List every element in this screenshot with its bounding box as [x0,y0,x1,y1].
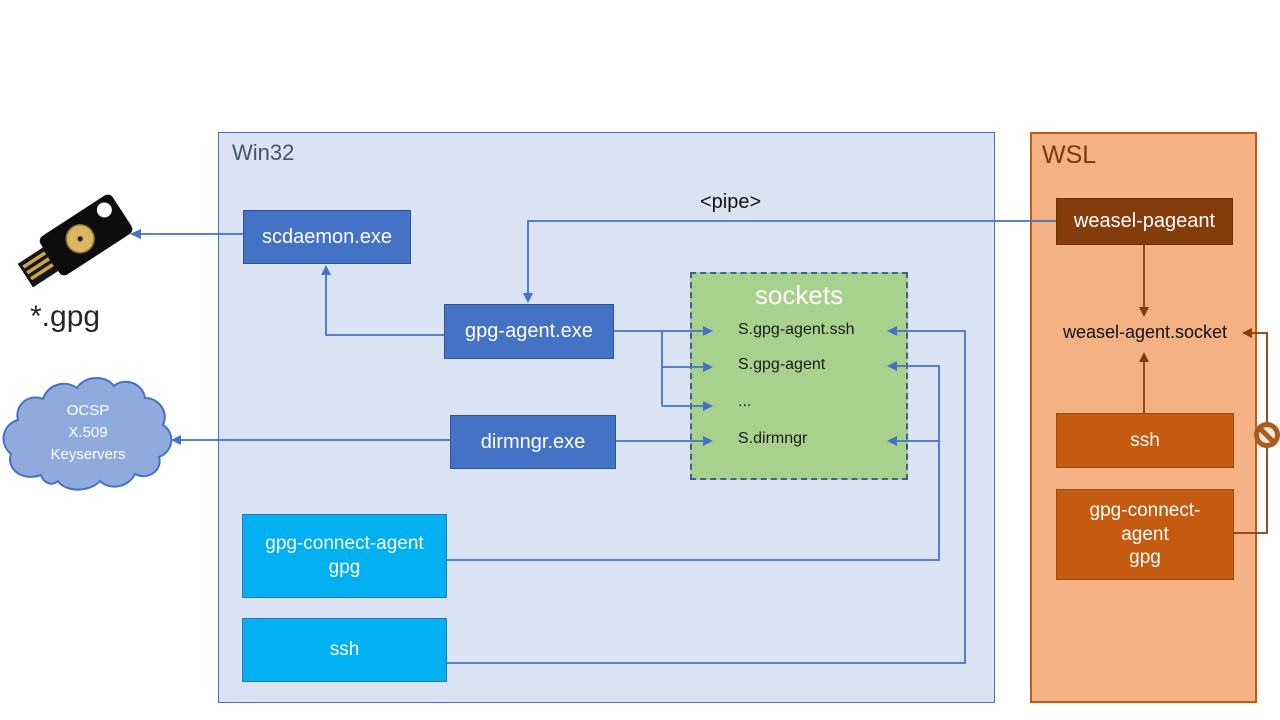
win32-ssh-label: ssh [329,639,360,661]
socket-item-dirmngr: S.dirmngr [738,430,808,447]
win32-gpg-connect-agent-box: gpg-connect-agent gpg [242,514,447,598]
wsl-ssh-label: ssh [1130,429,1160,451]
weasel-pageant-label: weasel-pageant [1073,210,1216,232]
wsl-ssh-box: ssh [1056,413,1234,468]
usb-security-key-icon [17,194,133,288]
sockets-group-title: sockets [754,280,844,310]
weasel-agent-socket-label: weasel-agent.socket [1062,322,1228,342]
win32-gpg-connect-agent-label: gpg-connect-agent gpg [265,532,423,580]
win32-gpg-connect-line1: gpg-connect-agent [265,533,424,555]
scdaemon-label: scdaemon.exe [261,225,393,248]
no-entry-icon [1254,422,1280,448]
wsl-gpg-connect-line3: gpg [1129,547,1161,569]
cloud-label-line2: X.509 [68,423,108,441]
socket-item-gpg-agent: S.gpg-agent [738,356,826,373]
cloud-icon [2,377,173,491]
win32-gpg-connect-line2: gpg [328,557,361,578]
gpg-agent-label: gpg-agent.exe [465,320,593,342]
cloud-label-line3: Keyservers [50,445,126,463]
socket-item-gpg-agent-ssh: S.gpg-agent.ssh [738,321,855,338]
gpg-files-label: *.gpg [30,300,101,333]
wsl-gpg-connect-agent-label: gpg-connect- agent gpg [1090,499,1201,570]
gpg-agent-process-box: gpg-agent.exe [444,304,614,359]
dirmngr-process-box: dirmngr.exe [450,415,616,469]
dirmngr-label: dirmngr.exe [480,430,586,453]
scdaemon-process-box: scdaemon.exe [243,210,411,264]
cloud-label: OCSP X.509 Keyservers [3,400,173,465]
socket-item-ellipsis: ... [738,393,752,410]
wsl-gpg-connect-line1: gpg-connect- [1089,499,1201,521]
wsl-gpg-connect-agent-box: gpg-connect- agent gpg [1056,489,1234,580]
no-entry-icon-bar [1258,426,1276,445]
win32-region-title: Win32 [232,140,295,165]
weasel-pageant-box: weasel-pageant [1056,198,1233,245]
cloud-label-line1: OCSP [66,402,110,419]
wsl-gpg-connect-line2: agent [1121,523,1169,545]
pipe-label: <pipe> [700,191,762,213]
wsl-region-title: WSL [1042,141,1097,169]
win32-ssh-box: ssh [242,618,447,682]
